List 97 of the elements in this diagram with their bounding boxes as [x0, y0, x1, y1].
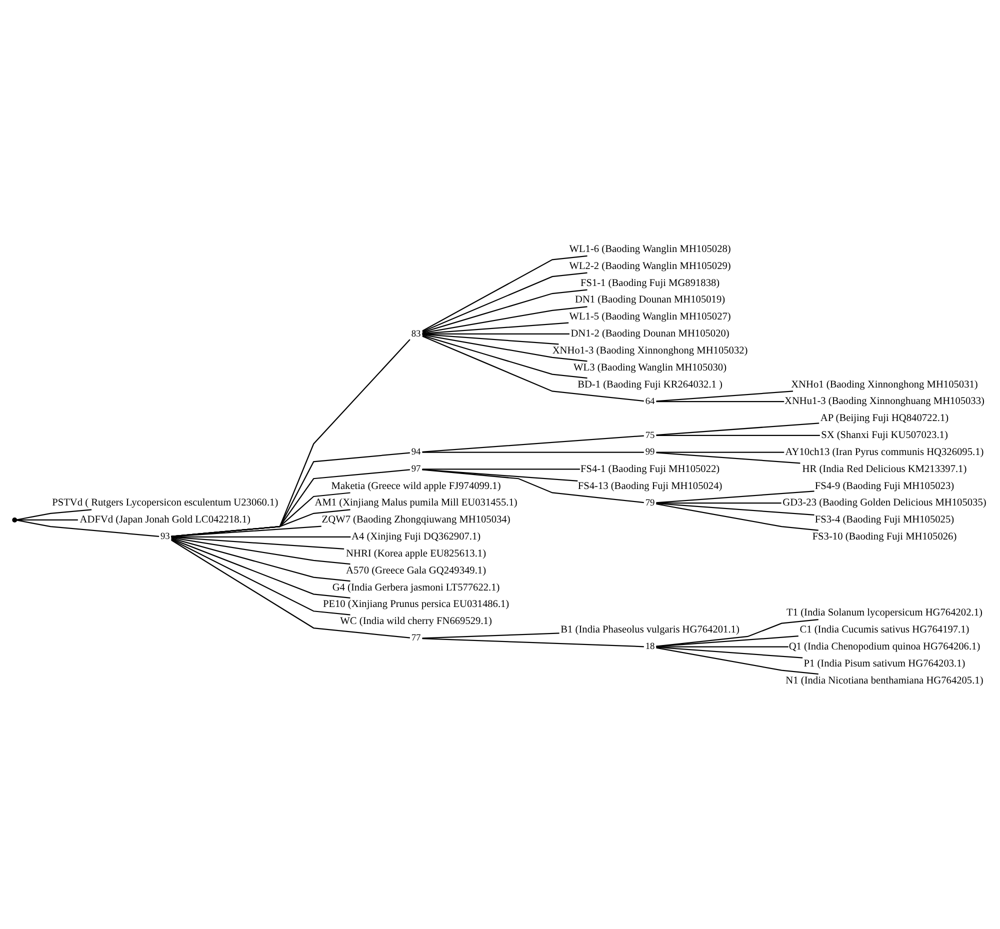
- node-text: PE10 (Xinjiang Prunus persica EU031486.1): [322, 598, 510, 610]
- connector: [171, 536, 351, 537]
- connector: [171, 539, 410, 638]
- connector: [656, 434, 820, 436]
- connector: [422, 272, 588, 332]
- node-text: 83: [411, 328, 421, 339]
- node-text: AP (Beijing Fuji HQ840722.1): [820, 412, 949, 424]
- node-text: FS4-1 (Baoding Fuji MH105022): [580, 463, 720, 474]
- node-text: 94: [411, 447, 421, 458]
- node-text: 79: [645, 498, 655, 508]
- connector: [171, 538, 350, 598]
- connector: [422, 332, 570, 334]
- connector: [656, 422, 820, 436]
- node-text: A4 (Xinjing Fuji DQ362907.1): [351, 531, 481, 542]
- connector: [422, 254, 588, 331]
- node-text: GD3-23 (Baoding Golden Delicious MH105035): [782, 497, 986, 508]
- node-text: 93: [160, 532, 170, 542]
- node-text: WL1-6 (Baoding Wanglin MH105028): [569, 243, 731, 254]
- node-text: AY10ch13 (Iran Pyrus communis HQ326095.1): [785, 446, 984, 458]
- node-text: WL3 (Baoding Wanglin MH105030): [574, 362, 727, 373]
- connector: [16, 508, 92, 520]
- connector: [171, 525, 322, 537]
- connector: [656, 635, 798, 647]
- connector: [656, 646, 788, 647]
- node-text: 97: [411, 464, 421, 474]
- node-text: FS4-13 (Baoding Fuji MH105024): [578, 480, 722, 492]
- connector: [422, 468, 580, 470]
- connector: [656, 502, 782, 504]
- node-text: B1 (India Phaseolus vulgaris HG764201.1): [560, 624, 740, 636]
- node-text: 64: [645, 396, 655, 406]
- connector: [656, 452, 800, 464]
- connector: [171, 536, 350, 564]
- connector: [656, 490, 814, 503]
- node-text: 77: [411, 633, 421, 644]
- connector: [422, 468, 578, 481]
- connector: [422, 333, 559, 344]
- node-text: C1 (India Cucumis sativus HG764197.1): [800, 624, 970, 636]
- connector: [171, 338, 410, 536]
- connector: [422, 288, 588, 332]
- connector: [171, 508, 350, 536]
- node-text: P1 (India Pisum sativum HG764203.1): [804, 658, 966, 669]
- connector: [422, 434, 644, 452]
- node-text: XNHu1-3 (Baoding Xinnonghuang MH105033): [784, 396, 984, 407]
- node-text: Maketia (Greece wild apple FJ974099.1): [331, 480, 501, 492]
- connector: [422, 632, 560, 638]
- node-text: 99: [645, 447, 655, 458]
- node-point: [12, 516, 18, 522]
- connector: [422, 322, 569, 334]
- node-text: WL2-2 (Baoding Wanglin MH105029): [569, 260, 731, 272]
- node-text: NHRI (Korea apple EU825613.1): [346, 548, 486, 559]
- node-text: FS3-4 (Baoding Fuji MH105025): [814, 514, 954, 526]
- node-text: N1 (India Nicotiana benthamiana HG764205.1): [786, 674, 984, 686]
- node-text: G4 (India Gerbera jasmoni LT577622.1): [332, 582, 500, 593]
- node-text: WL1-5 (Baoding Wanglin MH105027): [569, 311, 731, 322]
- connector: [422, 334, 588, 362]
- node-text: XNHo1 (Baoding Xinnonghong MH105031): [791, 378, 978, 390]
- node-text: XNHo1-3 (Baoding Xinnonghong MH105032): [552, 344, 748, 356]
- connector: [422, 334, 588, 378]
- node-text: DN1 (Baoding Dounan MH105019): [575, 294, 726, 306]
- node-text: T1 (India Solanum lycopersicum HG764202.1): [786, 607, 982, 618]
- connector: [16, 518, 78, 520]
- node-text: Q1 (India Chenopodium quinoa HG764206.1): [788, 640, 980, 652]
- connector: [422, 468, 644, 503]
- node-text: ADFVd (Japan Jonah Gold LC042218.1): [80, 514, 250, 526]
- connector: [656, 646, 818, 674]
- connector: [656, 646, 803, 658]
- node-text: HR (India Red Delicious KM213397.1): [802, 463, 967, 474]
- node-text: FS4-9 (Baoding Fuji MH105023): [814, 480, 954, 492]
- connector: [171, 538, 350, 615]
- node-text: PSTVd ( Rutgers Lycopersicon esculentum U23060.1): [52, 497, 278, 508]
- node-text: AM1 (Xinjiang Malus pumila Mill EU031455.1): [314, 497, 518, 508]
- node-text: FS3-10 (Baoding Fuji MH105026): [812, 531, 957, 542]
- connector: [656, 390, 794, 402]
- node-text: ZQW7 (Baoding Zhongqiuwang MH105034): [322, 514, 510, 526]
- node-text: DN1-2 (Baoding Dounan MH105020): [570, 328, 730, 340]
- connector: [171, 492, 350, 536]
- connector: [171, 468, 410, 536]
- node-text: WC (India wild cherry FN669529.1): [340, 616, 492, 627]
- connector: [171, 537, 350, 582]
- connector: [656, 451, 784, 452]
- node-text: FS1-1 (Baoding Fuji MG891838): [580, 277, 720, 288]
- connector: [656, 400, 784, 402]
- connector: [171, 452, 410, 536]
- connector: [422, 335, 644, 402]
- node-text: SX (Shanxi Fuji KU507023.1): [821, 430, 948, 441]
- connector: [656, 502, 818, 530]
- node-text: A570 (Greece Gala GQ249349.1): [346, 564, 486, 576]
- connector: [171, 536, 344, 550]
- connector: [422, 638, 644, 647]
- connector: [656, 618, 818, 646]
- node-text: BD-1 (Baoding Fuji KR264032.1 ): [578, 378, 722, 390]
- connector: [422, 451, 644, 452]
- connector: [16, 519, 160, 536]
- node-text: 75: [645, 430, 655, 440]
- connector: [656, 502, 814, 515]
- connector: [422, 306, 588, 334]
- node-text: 18: [645, 642, 655, 652]
